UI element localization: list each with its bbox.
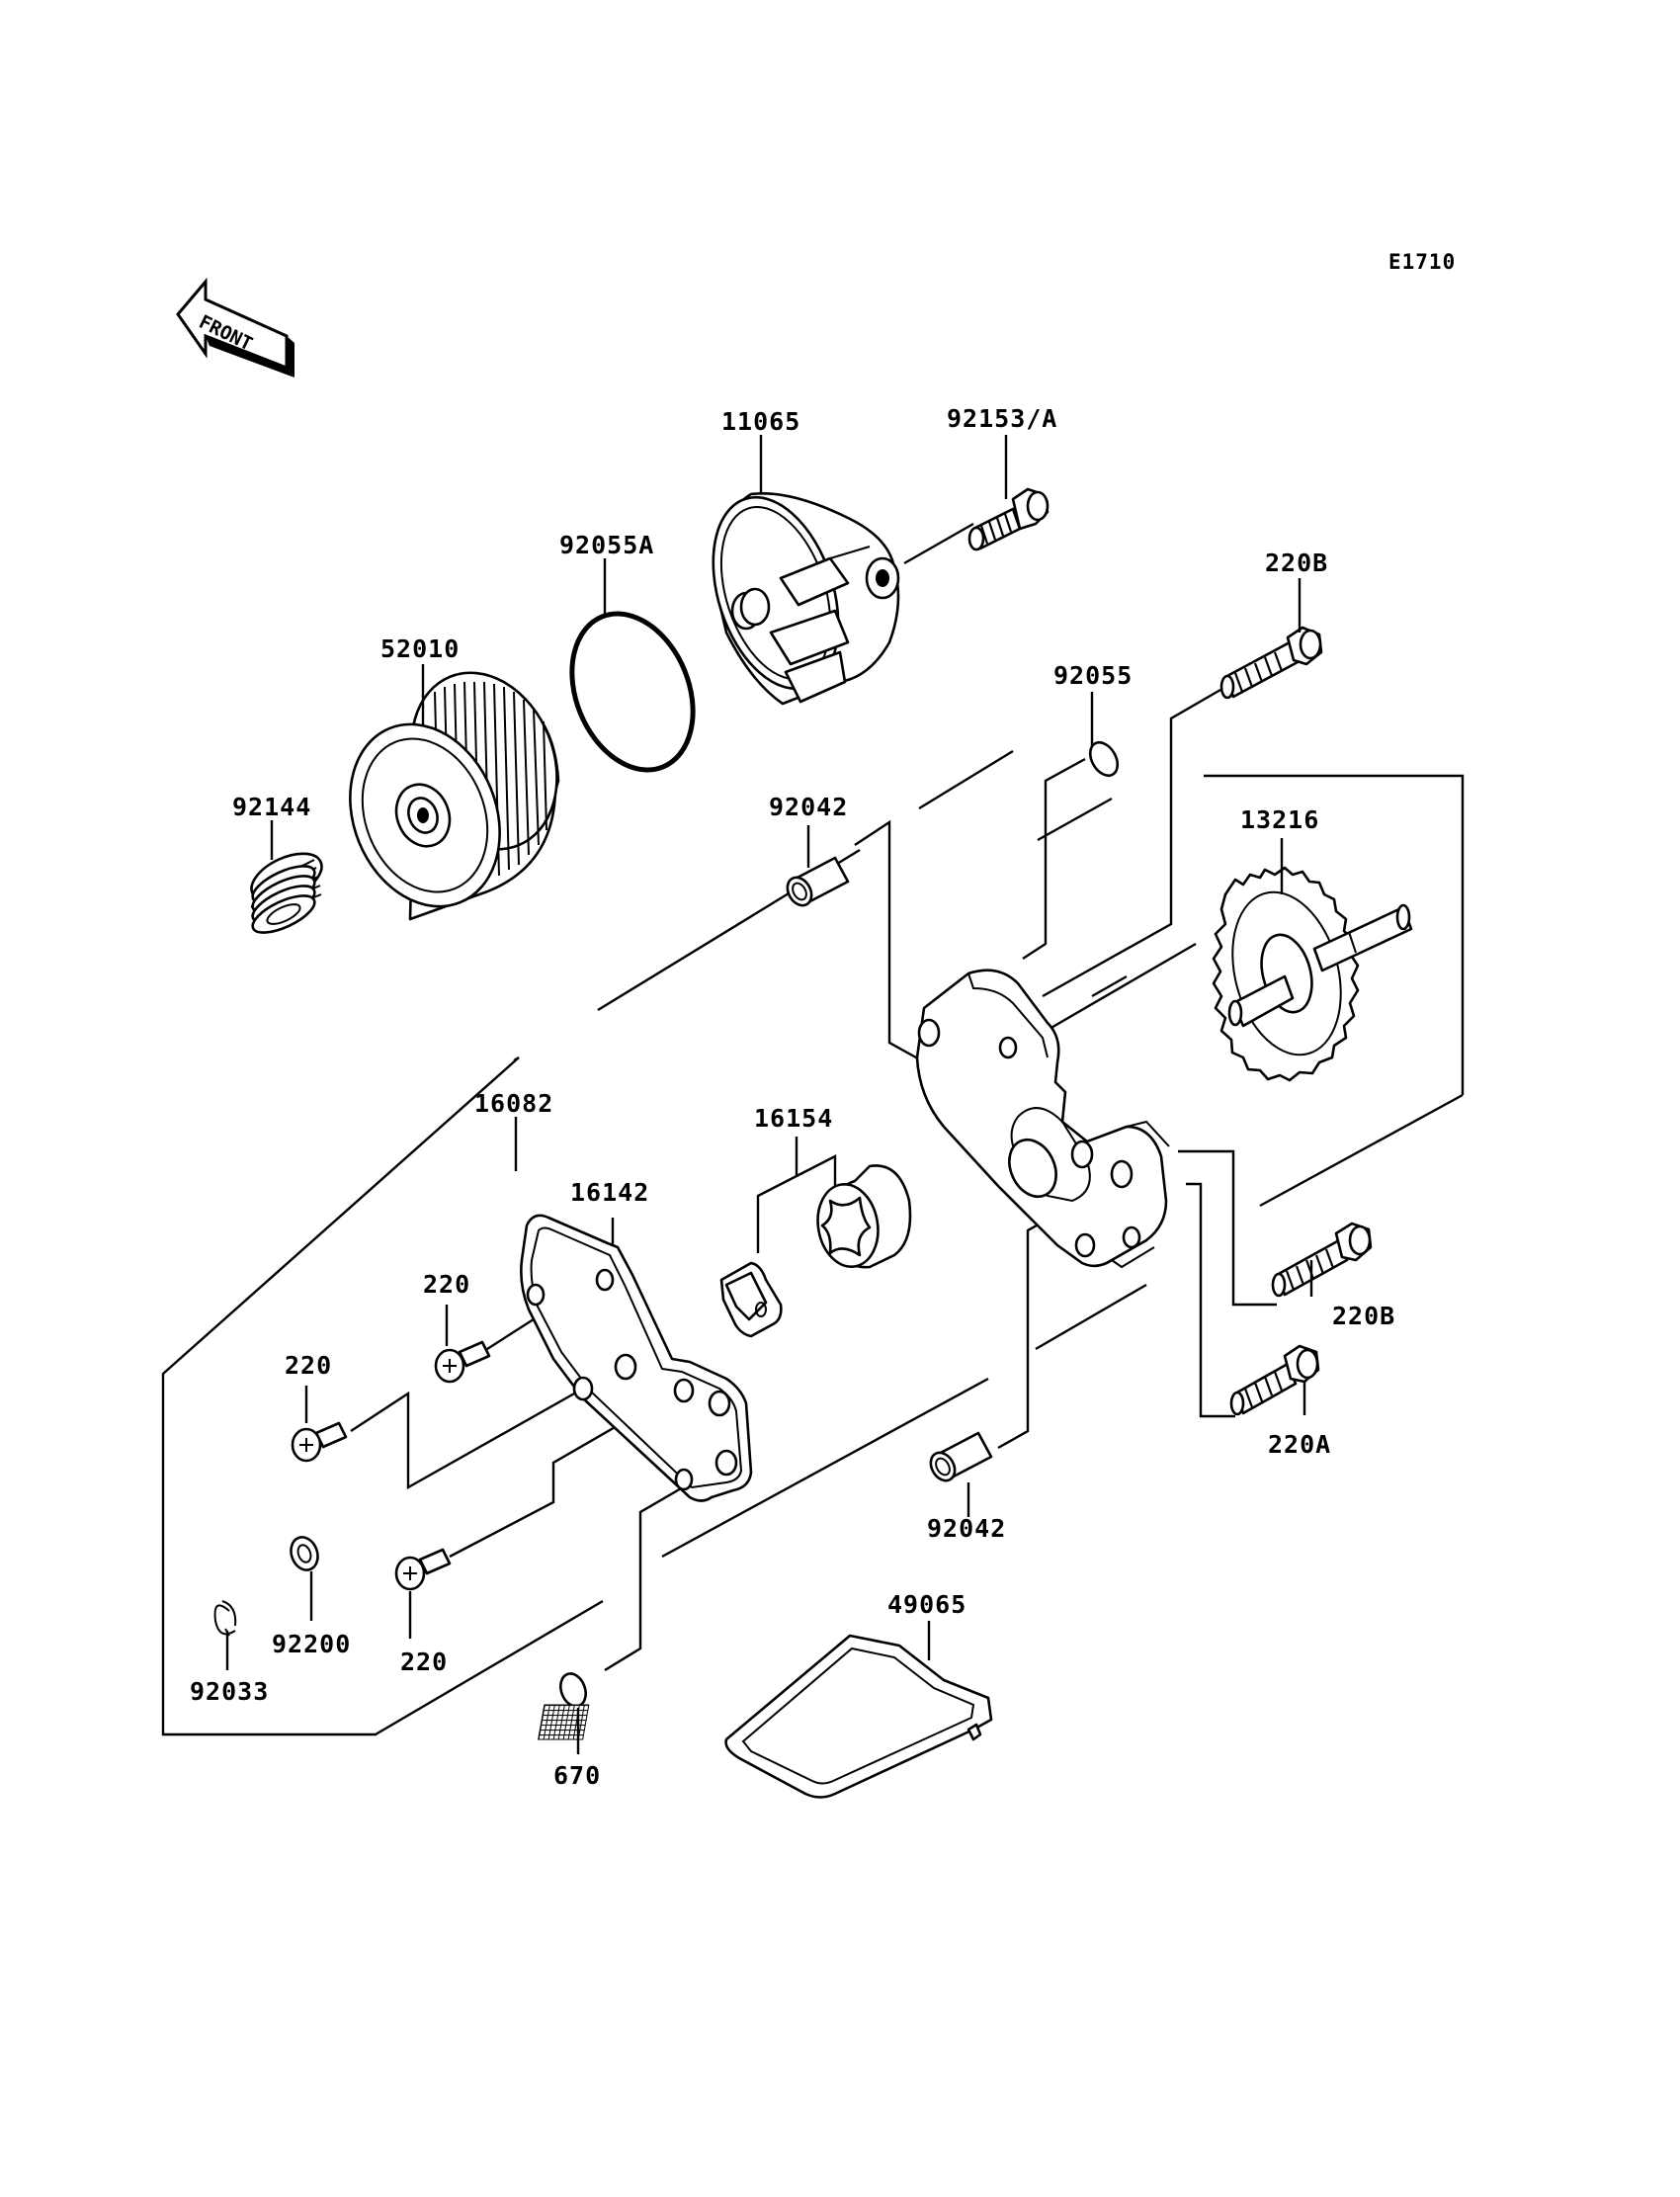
label-16154: 16154 [754, 1104, 833, 1133]
leader-lines [161, 522, 1465, 1736]
o-ring-92055a [569, 611, 696, 773]
screw-220-a [434, 1340, 491, 1384]
label-220-c: 220 [400, 1648, 448, 1676]
oil-pump-body-16082 [915, 969, 1170, 1269]
label-220b-upper: 220B [1265, 549, 1328, 577]
bolt-220b-upper [1219, 626, 1323, 700]
label-220-a: 220 [423, 1270, 470, 1299]
label-92042-upper: 92042 [769, 793, 848, 821]
o-ring-670 [559, 1672, 587, 1708]
rotor-set-16154 [719, 1164, 912, 1338]
dowel-92042-upper [786, 856, 850, 907]
label-220b-right: 220B [1332, 1302, 1395, 1330]
bolt-92153a [967, 487, 1050, 551]
label-13216: 13216 [1240, 805, 1319, 834]
front-direction-arrow-icon: FRONT [176, 277, 294, 378]
label-92055a: 92055A [559, 531, 654, 559]
label-16142: 16142 [570, 1178, 649, 1207]
label-92153a: 92153/A [947, 404, 1057, 433]
washer-92200 [290, 1536, 319, 1571]
label-220-b: 220 [285, 1351, 332, 1380]
label-11065: 11065 [721, 407, 800, 436]
part-number-labels: 11065 92153/A 92055A 52010 220B 92055 92… [190, 404, 1395, 1790]
circlip-92033 [213, 1600, 237, 1637]
dowel-92042-lower [929, 1431, 993, 1482]
label-220a: 220A [1268, 1430, 1331, 1459]
spring-92144 [250, 852, 323, 934]
label-52010: 52010 [380, 634, 460, 663]
label-92042-lower: 92042 [927, 1514, 1006, 1543]
label-670: 670 [553, 1761, 601, 1790]
bolt-220b-right [1271, 1222, 1373, 1298]
pump-gear-13216 [1212, 866, 1413, 1082]
label-pointers [225, 435, 1313, 1754]
label-92144: 92144 [232, 793, 311, 821]
o-ring-92055 [1088, 740, 1120, 778]
bolt-220a [1229, 1344, 1320, 1416]
diagram-ref-code: E1710 [1388, 250, 1456, 274]
label-92055: 92055 [1053, 661, 1133, 690]
label-49065: 49065 [887, 1590, 966, 1619]
filter-cover-11065 [712, 492, 900, 706]
label-92033: 92033 [190, 1677, 269, 1706]
label-92200: 92200 [272, 1630, 351, 1658]
oil-strainer-49065 [538, 1634, 993, 1799]
label-16082: 16082 [474, 1089, 553, 1118]
screw-220-c [394, 1548, 452, 1591]
pump-cover-16142 [520, 1214, 753, 1502]
oil-filter-52010 [349, 671, 560, 921]
screw-220-b [291, 1421, 348, 1463]
